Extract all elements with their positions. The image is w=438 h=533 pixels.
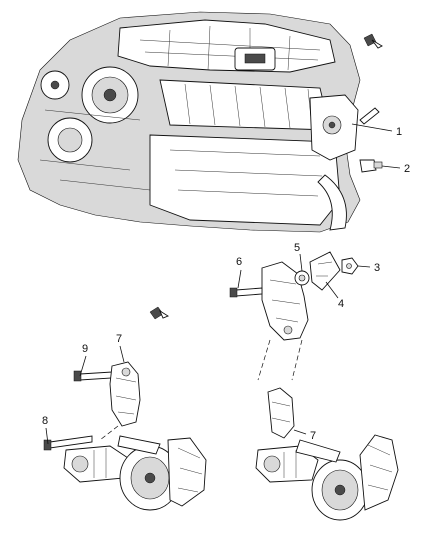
callout-9: 9: [82, 343, 88, 355]
leader-line-5: [299, 253, 303, 272]
leader-line-8: [45, 427, 49, 445]
callout-4: 4: [338, 298, 344, 310]
left-mount-bracket-assembly: [43, 361, 207, 511]
leader-line-1: [351, 123, 393, 132]
leader-line-2: [381, 165, 401, 169]
callout-3: 3: [374, 262, 380, 274]
callout-1: 1: [396, 126, 402, 138]
engine-block-illustration: [17, 11, 383, 233]
callout-7b: 7: [310, 430, 316, 442]
callout-5: 5: [294, 242, 300, 254]
callout-7a: 7: [116, 333, 122, 345]
leader-line-9: [79, 355, 87, 377]
callout-6: 6: [236, 256, 242, 268]
callout-8: 8: [42, 415, 48, 427]
callout-2: 2: [404, 163, 410, 175]
leader-line-4: [325, 281, 339, 299]
direction-arrow: [149, 306, 169, 320]
leader-line-7b: [293, 429, 307, 435]
leader-line-6: [237, 269, 242, 289]
right-mount-bracket-assembly: [229, 251, 399, 521]
leader-line-3: [357, 265, 371, 268]
leader-line-7a: [119, 345, 125, 363]
